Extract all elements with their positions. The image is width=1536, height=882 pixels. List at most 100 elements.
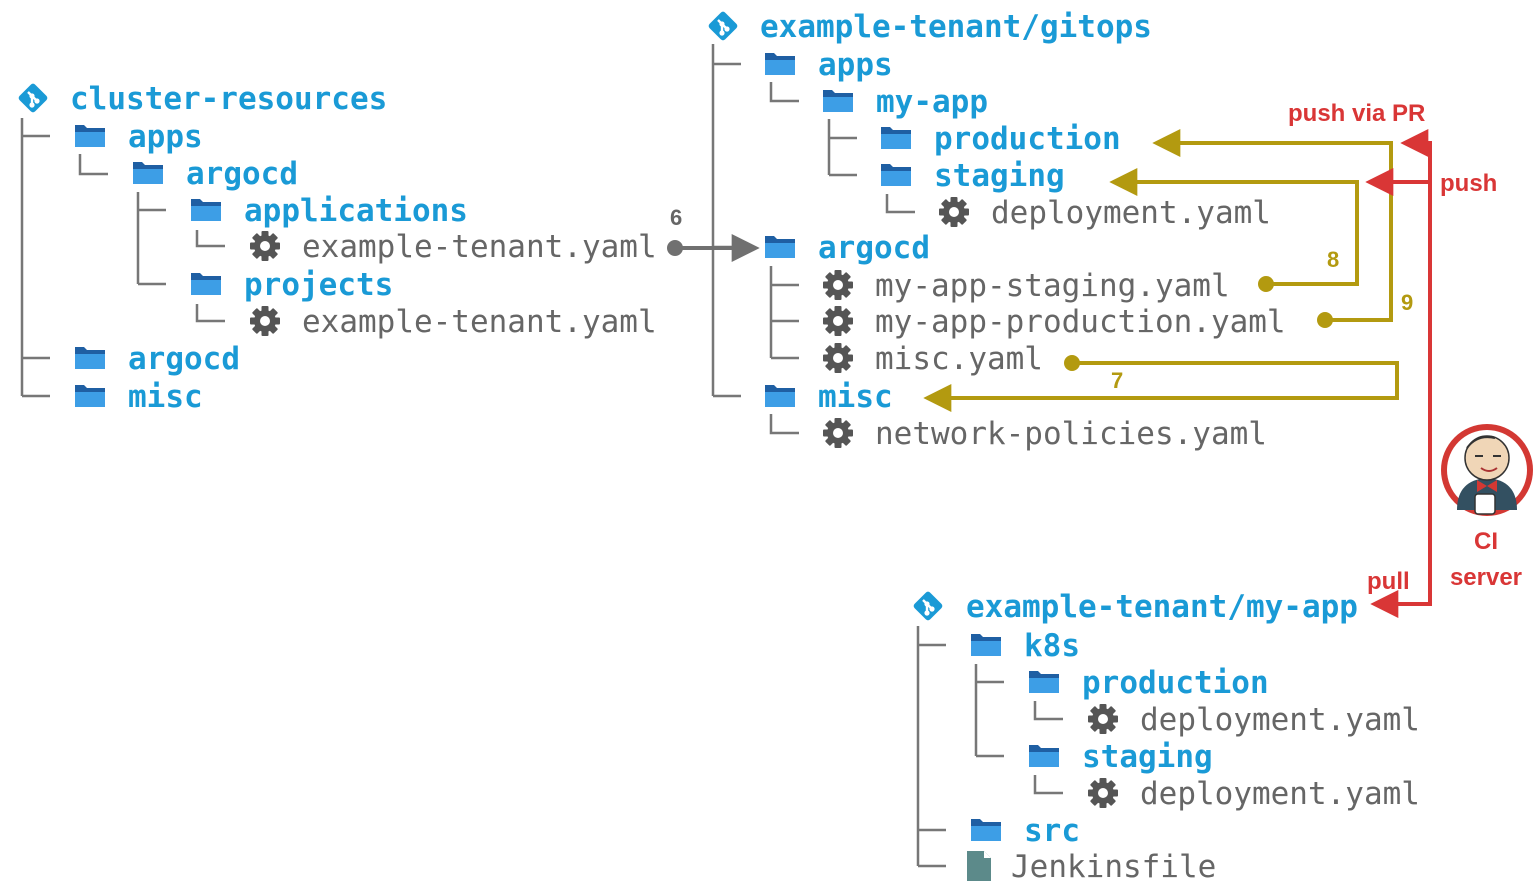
tree-connector [1033, 701, 1063, 795]
dir-k8s: k8s [1024, 628, 1080, 664]
step-label: 7 [1111, 368, 1123, 393]
ci-arrows: push via PR push pull [1288, 100, 1497, 618]
arrow-origin-dot [1317, 312, 1333, 328]
arrow-line [923, 361, 1399, 412]
file-icon [967, 851, 991, 881]
step-label: 6 [670, 205, 682, 230]
dir-apps: apps [818, 47, 893, 83]
tree-connector [78, 154, 108, 176]
git-icon [911, 589, 945, 623]
gear-icon [823, 306, 853, 336]
tree-connector [711, 44, 741, 398]
label-push-via-pr: push via PR [1288, 100, 1425, 127]
repo-title: cluster-resources [70, 81, 387, 117]
file-staging-deployment: deployment.yaml [991, 195, 1271, 231]
tree-connector [885, 194, 915, 214]
file-jenkinsfile: Jenkinsfile [1011, 849, 1216, 882]
dir-apps: apps [128, 119, 203, 155]
repo-my-app: example-tenant/my-app k8s production dep… [911, 589, 1420, 882]
file-production-deployment: deployment.yaml [1140, 702, 1420, 738]
arrow-step-6: 6 [667, 205, 760, 262]
git-icon [16, 81, 50, 115]
dir-staging: staging [1082, 739, 1213, 775]
folder-icon [133, 162, 163, 184]
folder-icon [971, 819, 1001, 841]
label-push: push [1440, 170, 1497, 197]
tree-connector [20, 118, 50, 398]
folder-icon [1029, 745, 1059, 767]
dir-argocd: argocd [186, 156, 298, 192]
repo-cluster-resources: cluster-resources apps argocd applicatio… [16, 81, 657, 415]
file-network-policies: network-policies.yaml [875, 416, 1267, 452]
git-icon [706, 9, 740, 43]
dir-staging: staging [934, 158, 1065, 194]
dir-applications: applications [244, 193, 468, 229]
label-pull: pull [1367, 568, 1410, 595]
folder-icon [191, 273, 221, 295]
folder-icon [1029, 671, 1059, 693]
folder-icon [765, 53, 795, 75]
folder-icon [75, 385, 105, 407]
dir-argocd: argocd [818, 230, 930, 266]
gear-icon [823, 270, 853, 300]
tree-connector [195, 230, 225, 323]
gear-icon [250, 306, 280, 336]
arrow-pull [1370, 490, 1432, 618]
arrow-step-8: 8 [1109, 168, 1359, 292]
dir-my-app: my-app [876, 84, 988, 120]
file-misc: misc.yaml [875, 341, 1043, 377]
repo-gitops: example-tenant/gitops apps my-app produc… [706, 9, 1286, 452]
arrow-origin-dot [667, 240, 683, 256]
arrow-step-7: 7 [923, 355, 1399, 412]
file-applications-example-tenant: example-tenant.yaml [302, 229, 657, 265]
tree-connector [827, 119, 857, 177]
gear-icon [939, 197, 969, 227]
step-label: 9 [1401, 290, 1413, 315]
file-my-app-staging: my-app-staging.yaml [875, 268, 1230, 304]
folder-icon [75, 347, 105, 369]
step-label: 8 [1327, 247, 1339, 272]
tree-connector [916, 626, 946, 868]
folder-icon [75, 125, 105, 147]
repo-title: example-tenant/my-app [966, 589, 1358, 625]
repo-title: example-tenant/gitops [760, 9, 1152, 45]
gear-icon [250, 231, 280, 261]
dir-misc: misc [818, 379, 893, 415]
folder-icon [971, 634, 1001, 656]
folder-icon [191, 199, 221, 221]
arrow-origin-dot [1064, 355, 1080, 371]
arrow-line [1109, 168, 1359, 286]
arrow-push-via-pr [1400, 129, 1432, 490]
arrow-origin-dot [1258, 276, 1274, 292]
dir-projects: projects [244, 267, 393, 303]
arrow-line [1152, 129, 1393, 322]
file-my-app-production: my-app-production.yaml [875, 304, 1286, 340]
dir-src: src [1024, 813, 1080, 849]
arrow-step-9: 9 [1152, 129, 1413, 328]
tree-connector [769, 414, 799, 435]
file-staging-deployment: deployment.yaml [1140, 776, 1420, 812]
folder-icon [765, 236, 795, 258]
dir-argocd: argocd [128, 341, 240, 377]
folder-icon [881, 164, 911, 186]
folder-icon [823, 90, 853, 112]
dir-production: production [1082, 665, 1269, 701]
ci-label-line1: CI [1474, 528, 1498, 555]
dir-production: production [934, 121, 1121, 157]
tree-connector [769, 82, 799, 103]
tree-connector [974, 664, 1004, 758]
dir-misc: misc [128, 379, 203, 415]
gear-icon [1088, 778, 1118, 808]
file-projects-example-tenant: example-tenant.yaml [302, 304, 657, 340]
tree-connector [769, 266, 799, 360]
gear-icon [823, 343, 853, 373]
ci-server: CI server [1441, 424, 1533, 591]
ci-label-line2: server [1450, 564, 1522, 591]
folder-icon [881, 127, 911, 149]
gear-icon [1088, 704, 1118, 734]
gear-icon [823, 418, 853, 448]
folder-icon [765, 385, 795, 407]
jenkins-icon [1441, 424, 1533, 516]
